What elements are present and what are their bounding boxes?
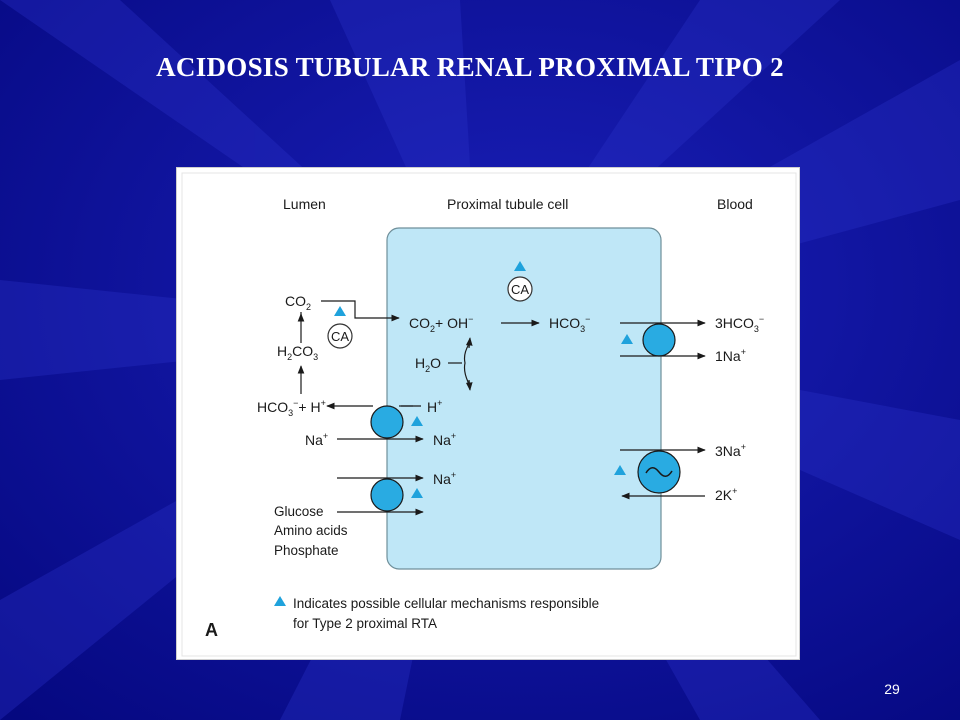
legend-line-2: for Type 2 proximal RTA: [293, 616, 437, 631]
header-lumen: Lumen: [283, 196, 326, 212]
cell-ca-enzyme-icon: [507, 276, 533, 302]
nhe-marker-icon: [411, 416, 423, 426]
apical-na-h-exchanger-icon: [370, 405, 404, 439]
blood-3hco3-label: 3HCO3−: [715, 314, 764, 334]
cell-ca-label: CA: [511, 282, 529, 297]
lumen-h2co3-label: H2CO3: [277, 343, 318, 362]
legend-marker-icon: [274, 596, 286, 606]
cotransporter-marker-icon: [411, 488, 423, 498]
cell-ca-marker-icon: [514, 261, 526, 271]
lumen-ca-enzyme-icon: [327, 323, 353, 349]
cell-h-label: H+: [427, 398, 442, 415]
lumen-hco3-h-label: HCO3−+ H+: [257, 398, 326, 418]
blood-2k-label: 2K+: [715, 486, 737, 503]
lumen-ca-marker-icon: [334, 306, 346, 316]
nbc-marker-icon: [621, 334, 633, 344]
apical-na-cotransporter-icon: [370, 478, 404, 512]
panel-label: A: [205, 620, 218, 640]
cotransport-glucose-label: Glucose: [274, 504, 324, 519]
blood-3na-label: 3Na+: [715, 442, 746, 459]
proximal-tubule-cell: [386, 227, 662, 570]
page-number: 29: [884, 681, 900, 697]
lumen-ca-label: CA: [331, 329, 349, 344]
cell-na-label: Na+: [433, 431, 456, 448]
cotransport-phosphate-label: Phosphate: [274, 543, 339, 558]
cell-h2o-label: H2O: [415, 355, 441, 374]
rta-diagram-figure: Lumen Proximal tubule cell Blood CO2 CA …: [176, 167, 800, 660]
lumen-na-label: Na+: [305, 431, 328, 448]
cell-hco3-label: HCO3−: [549, 314, 590, 334]
basolateral-na-hco3-cotransporter-icon: [642, 323, 676, 357]
cotransport-amino-acids-label: Amino acids: [274, 523, 348, 538]
na-k-atpase-marker-icon: [614, 465, 626, 475]
header-blood: Blood: [717, 196, 753, 212]
header-proximal-tubule-cell: Proximal tubule cell: [447, 196, 568, 212]
legend-line-1: Indicates possible cellular mechanisms r…: [293, 596, 599, 611]
blood-1na-label: 1Na+: [715, 347, 746, 364]
cell-na2-label: Na+: [433, 470, 456, 487]
lumen-co2-label: CO2: [285, 293, 311, 312]
cell-co2-oh-label: CO2+ OH−: [409, 314, 473, 334]
slide-title: ACIDOSIS TUBULAR RENAL PROXIMAL TIPO 2: [156, 52, 784, 82]
